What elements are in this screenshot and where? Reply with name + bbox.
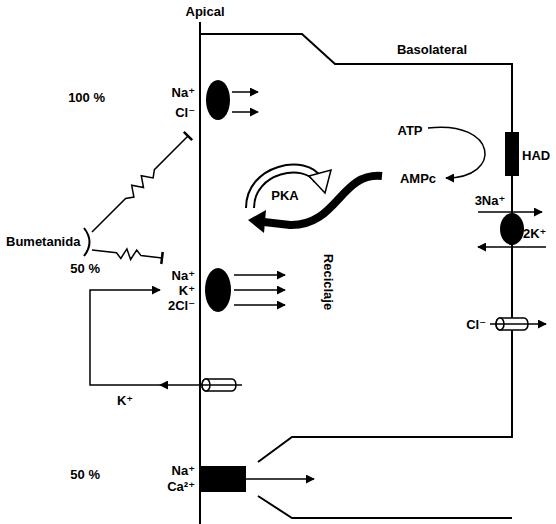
flux-arrow [246,478,314,480]
inhibition-line [92,249,162,260]
cotransporter-symbol [205,268,231,312]
label-text: Ca²⁺ [167,479,195,494]
cycle-arrow-outline [250,169,318,208]
label-text: PKA [271,188,298,203]
receptor-symbol [505,132,519,176]
neighbour-cell-border [258,496,512,518]
label-text: AMPc [400,171,436,186]
cell-border [200,34,512,462]
label-text: 50 % [70,467,100,482]
flux-arrow [490,323,546,325]
flux-arrow [478,246,546,248]
label-text: Na⁺ [172,85,195,100]
label-text: 50 % [70,261,100,276]
label-text: 2K⁺ [523,226,546,241]
apical-membrane [199,22,201,524]
flux-arrows [234,275,285,305]
label-text: 100 % [68,90,105,105]
label-text: Bumetanida [6,234,80,249]
cotransporter-symbol [206,80,230,120]
label-text: Basolateral [397,42,467,57]
label-text: Cl⁻ [175,105,195,120]
label-text: K⁺ [179,283,195,298]
cell-membrane [200,22,512,524]
label-text: ATP [397,123,422,138]
inhibition-bar [184,132,192,140]
cycle-arrowhead [309,170,331,193]
label-text: 2Cl⁻ [168,298,195,313]
pump-symbol [500,213,524,245]
inhibition-lines [92,132,192,264]
flux-arrow [232,91,258,93]
flux-arrow [234,289,285,291]
conversion-arrow [428,127,485,178]
label-text: Na⁺ [172,463,195,478]
flux-arrows [232,92,258,112]
label-text: K⁺ [117,393,133,408]
flux-arrow [234,274,285,276]
label-text: Cl⁻ [466,317,486,332]
flux-arrow [160,384,242,386]
label-text: Apical [185,4,224,19]
cycle-arrowhead [248,210,266,233]
flux-arrow [232,111,258,113]
inhibition-line [92,136,188,232]
inhibition-bar [161,252,162,264]
bracket [84,228,90,256]
flux-arrow [234,304,285,306]
tight-junction [200,466,246,492]
label-text: Reciclaje [321,254,336,310]
label-text: 3Na⁺ [475,193,506,208]
recycling-loop [90,290,160,385]
flux-arrow [478,211,542,213]
label-text: Na⁺ [172,268,195,283]
cycle-arrow-fill [250,169,318,208]
cycle-arrow [264,176,382,225]
label-text: HAD [522,148,550,163]
